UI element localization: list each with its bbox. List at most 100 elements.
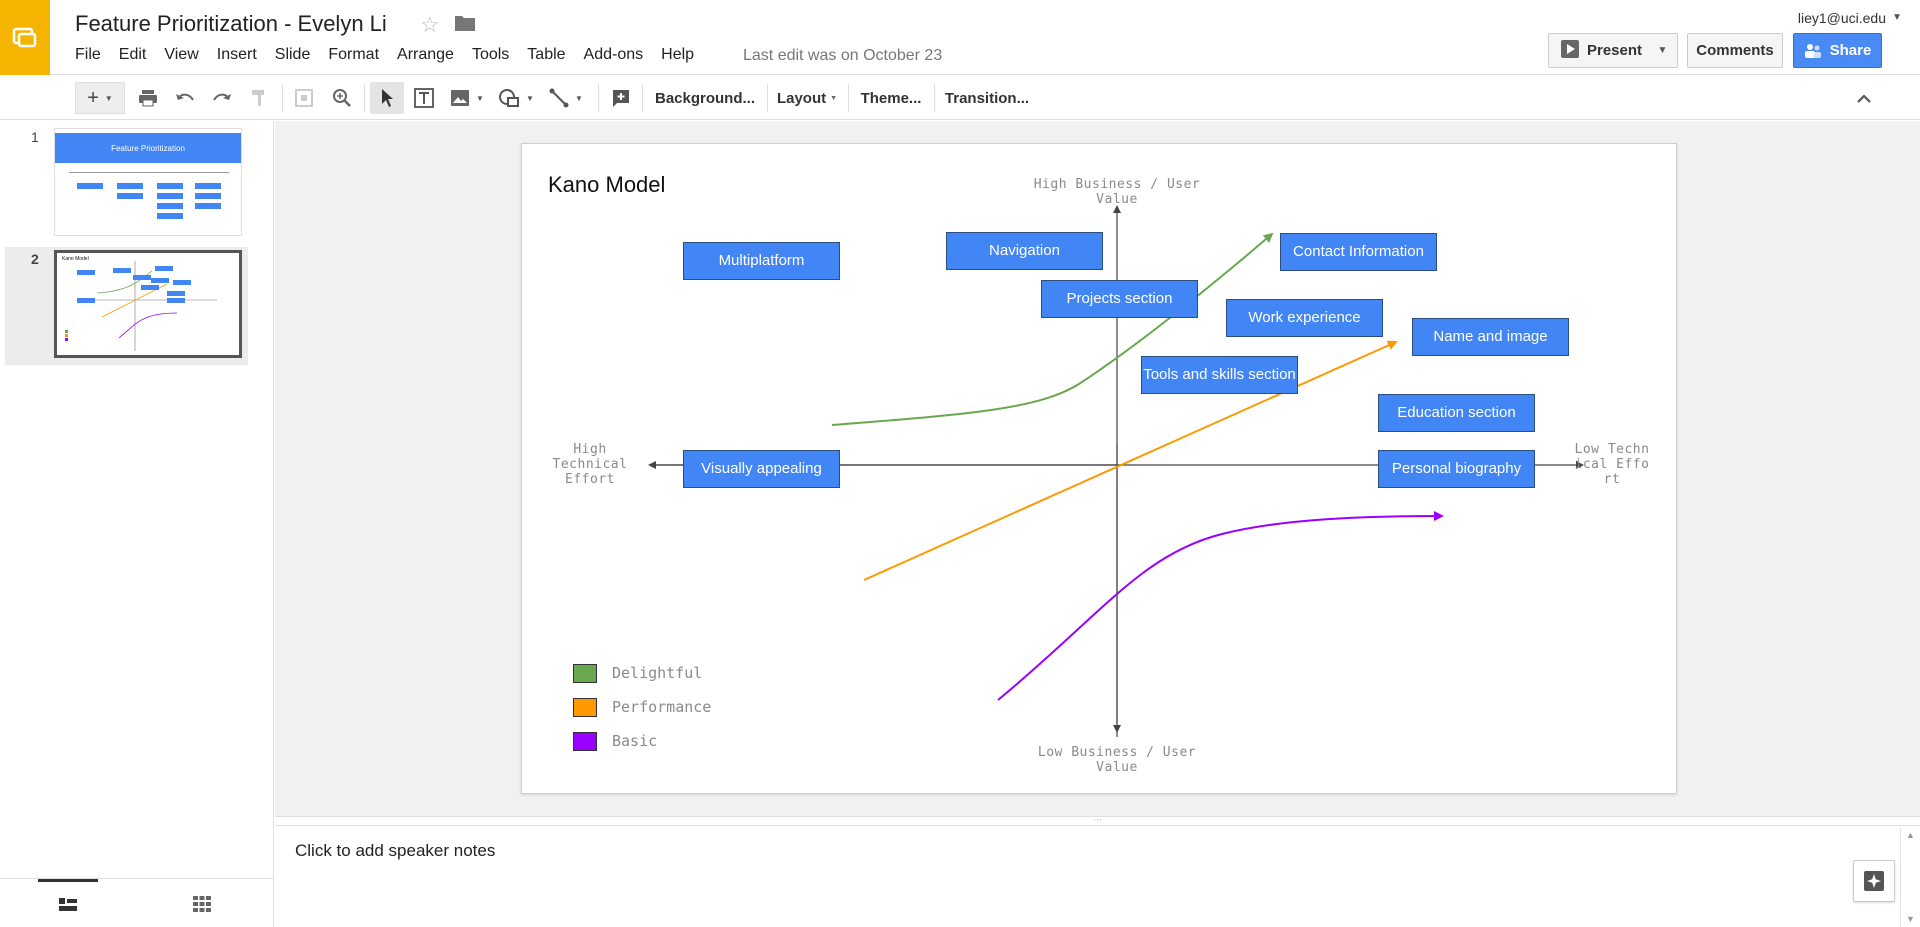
legend-label-performance[interactable]: Performance xyxy=(612,698,712,716)
plus-icon: + xyxy=(87,86,99,109)
add-comment-icon[interactable] xyxy=(607,82,635,114)
zoom-fit-icon[interactable] xyxy=(290,82,318,114)
grid-view-button[interactable] xyxy=(172,879,232,927)
thumbnail-title: Feature Prioritization xyxy=(111,143,185,153)
document-title[interactable]: Feature Prioritization - Evelyn Li xyxy=(75,11,387,36)
feature-box[interactable]: Multiplatform xyxy=(683,242,840,280)
performance-line xyxy=(863,340,1398,581)
legend-label-delightful[interactable]: Delightful xyxy=(612,664,703,682)
print-icon[interactable] xyxy=(134,82,162,114)
last-edit-status[interactable]: Last edit was on October 23 xyxy=(743,47,943,64)
collapse-toolbar-icon[interactable] xyxy=(1850,82,1878,114)
menu-insert[interactable]: Insert xyxy=(216,46,257,63)
filmstrip-view-button[interactable] xyxy=(38,879,98,927)
feature-box[interactable]: Contact Information xyxy=(1280,233,1437,271)
feature-box[interactable]: Projects section xyxy=(1041,280,1198,318)
explore-button[interactable] xyxy=(1853,860,1895,902)
menu-view[interactable]: View xyxy=(164,46,199,63)
layout-label: Layout xyxy=(776,89,827,107)
toolbar-divider xyxy=(282,84,283,112)
line-icon xyxy=(549,88,569,108)
header: Feature Prioritization - Evelyn Li ☆ Fil… xyxy=(0,0,1920,75)
layout-button[interactable]: Layout ▼ xyxy=(774,82,840,114)
slide-canvas[interactable]: Kano Model High Business / User Value Lo… xyxy=(521,143,1677,794)
present-button[interactable]: Present xyxy=(1548,33,1660,68)
thumbnail-box xyxy=(117,193,143,199)
slide-number: 2 xyxy=(31,251,39,267)
notes-resize-handle[interactable]: ··· xyxy=(275,816,1920,826)
menu-help[interactable]: Help xyxy=(661,46,695,63)
menu-table[interactable]: Table xyxy=(527,46,566,63)
thumbnail-title: Kano Model xyxy=(62,256,89,262)
toolbar-divider xyxy=(598,84,599,112)
delightful-curve xyxy=(831,232,1274,426)
explore-sparkle-icon xyxy=(1864,871,1884,891)
scroll-up-icon[interactable]: ▲ xyxy=(1906,830,1915,840)
feature-box[interactable]: Personal biography xyxy=(1378,450,1535,488)
insert-shape-button[interactable]: ▼ xyxy=(495,82,537,114)
legend-label-basic[interactable]: Basic xyxy=(612,732,658,750)
menu-add-ons[interactable]: Add-ons xyxy=(583,46,644,63)
grid-view-icon xyxy=(193,895,211,912)
slide-filmstrip: 1 Feature Prioritization 2 Kano Model xyxy=(0,121,274,927)
axis-label-bottom[interactable]: Low Business / User Value xyxy=(1037,745,1197,775)
axis-label-left[interactable]: High Technical Effort xyxy=(552,442,628,487)
folder-icon[interactable] xyxy=(454,14,476,37)
feature-box[interactable]: Tools and skills section xyxy=(1141,356,1298,394)
menu-file[interactable]: File xyxy=(75,46,101,63)
feature-box[interactable]: Name and image xyxy=(1412,318,1569,356)
insert-image-button[interactable]: ▼ xyxy=(446,82,488,114)
present-options-dropdown[interactable]: ▼ xyxy=(1648,33,1678,68)
axis-label-top[interactable]: High Business / User Value xyxy=(1033,177,1201,207)
background-button[interactable]: Background... xyxy=(654,89,755,107)
insert-line-button[interactable]: ▼ xyxy=(545,82,587,114)
menu-tools[interactable]: Tools xyxy=(471,46,510,63)
thumbnail-box xyxy=(157,183,183,189)
feature-box[interactable]: Navigation xyxy=(946,232,1103,270)
thumbnail-box xyxy=(195,183,221,189)
feature-box[interactable]: Work experience xyxy=(1226,299,1383,337)
theme-button[interactable]: Theme... xyxy=(860,89,922,107)
notes-scrollbar[interactable]: ▲ ▼ xyxy=(1900,828,1920,927)
filmstrip-view-controls xyxy=(0,878,274,927)
menu-edit[interactable]: Edit xyxy=(118,46,147,63)
star-icon[interactable]: ☆ xyxy=(420,12,440,37)
speaker-notes-placeholder[interactable]: Click to add speaker notes xyxy=(295,841,496,860)
thumbnail-axis xyxy=(69,172,229,173)
text-box-icon[interactable] xyxy=(410,82,438,114)
new-slide-button[interactable]: + ▼ xyxy=(75,82,125,114)
slide-thumbnail-1[interactable]: Feature Prioritization xyxy=(54,128,242,236)
menu-bar: File Edit View Insert Slide Format Arran… xyxy=(75,46,712,64)
slides-logo-icon[interactable] xyxy=(0,0,50,75)
axis-label-right[interactable]: Low Technical Effort xyxy=(1574,442,1650,487)
scroll-down-icon[interactable]: ▼ xyxy=(1906,914,1915,924)
comments-button[interactable]: Comments xyxy=(1687,33,1783,68)
slide-thumbnail-2[interactable]: Kano Model xyxy=(54,250,242,358)
paint-format-icon[interactable] xyxy=(246,82,272,114)
slide-title[interactable]: Kano Model xyxy=(548,172,666,197)
toolbar-divider xyxy=(848,84,849,112)
toolbar-divider xyxy=(364,84,365,112)
shape-icon xyxy=(499,89,520,107)
undo-icon[interactable] xyxy=(171,82,199,114)
toolbar-divider xyxy=(934,84,935,112)
image-icon xyxy=(451,90,470,106)
feature-box[interactable]: Education section xyxy=(1378,394,1535,432)
user-account-email[interactable]: liey1@uci.edu xyxy=(1797,10,1886,26)
transition-button[interactable]: Transition... xyxy=(944,89,1030,107)
account-dropdown-icon[interactable]: ▼ xyxy=(1892,12,1902,23)
play-icon xyxy=(1561,39,1579,62)
select-tool-icon[interactable] xyxy=(370,82,404,114)
thumbnail-box xyxy=(77,183,103,189)
feature-box[interactable]: Visually appealing xyxy=(683,450,840,488)
redo-icon[interactable] xyxy=(208,82,236,114)
menu-slide[interactable]: Slide xyxy=(274,46,311,63)
share-button[interactable]: Share xyxy=(1793,33,1882,68)
menu-format[interactable]: Format xyxy=(328,46,380,63)
menu-arrange[interactable]: Arrange xyxy=(397,46,454,63)
thumbnail-box xyxy=(195,203,221,209)
chevron-down-icon: ▼ xyxy=(476,93,484,103)
zoom-icon[interactable] xyxy=(328,82,356,114)
toolbar: + ▼ ▼ xyxy=(0,76,1920,120)
